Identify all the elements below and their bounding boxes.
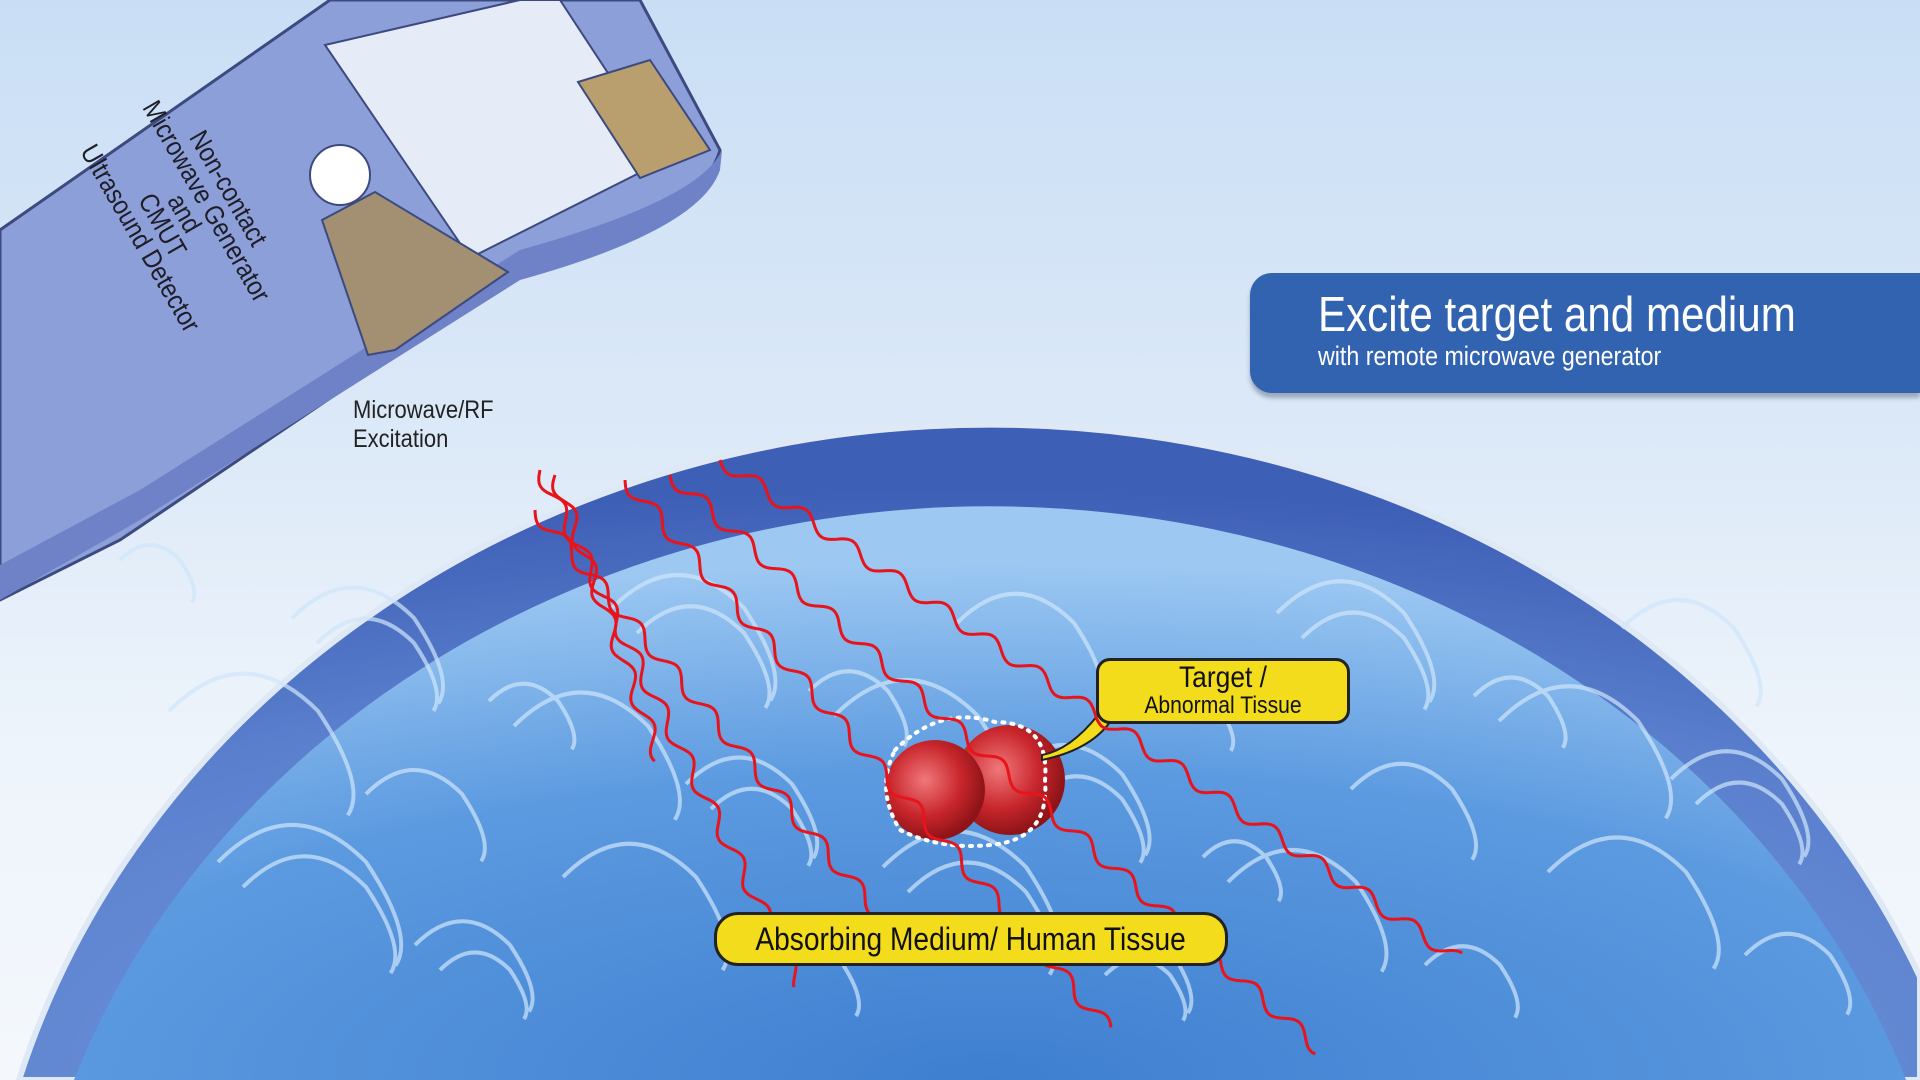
- target-label-line2: Abnormal Tissue: [1144, 692, 1302, 719]
- medium-label: Absorbing Medium/ Human Tissue: [714, 912, 1228, 966]
- banner-subtitle: with remote microwave generator: [1318, 341, 1662, 371]
- wave-line: [551, 474, 657, 763]
- wave-line: [718, 459, 1463, 955]
- brain-fold: [1201, 839, 1283, 903]
- brain-fold: [438, 950, 529, 1021]
- brain-fold: [241, 854, 398, 975]
- brain-fold: [1349, 761, 1479, 861]
- brain-fold: [1300, 610, 1431, 711]
- brain-fold: [413, 919, 535, 1013]
- brain-fold: [684, 755, 820, 860]
- target-label-line1: Target /: [1178, 661, 1268, 694]
- brain-fold: [216, 823, 404, 967]
- brain-fold: [635, 604, 772, 710]
- brain-fold: [512, 690, 682, 821]
- brain-fold: [1694, 780, 1805, 866]
- brain-fold: [118, 543, 197, 604]
- brain-fold: [610, 573, 778, 702]
- target-label: Target / Abnormal Tissue: [1096, 658, 1350, 724]
- brain-fold: [315, 616, 439, 713]
- excitation-label: Microwave/RF Excitation: [353, 396, 494, 454]
- medium-label-text: Absorbing Medium/ Human Tissue: [755, 921, 1187, 957]
- brain-fold: [487, 681, 577, 751]
- step-banner: Excite target and medium with remote mic…: [1250, 273, 1920, 393]
- wave-line: [533, 509, 877, 919]
- brain-fold: [167, 671, 356, 817]
- brain-fold: [1620, 598, 1763, 708]
- brain-fold: [364, 768, 487, 863]
- brain-folds: [118, 543, 1853, 1022]
- brain-fold: [1497, 684, 1674, 820]
- brain-fold: [1472, 675, 1568, 749]
- brain-fold: [1546, 835, 1721, 970]
- excitation-line2: Excitation: [353, 425, 449, 453]
- banner-title: Excite target and medium: [1318, 288, 1796, 342]
- wave-line: [537, 469, 798, 988]
- brain-fold: [290, 585, 446, 705]
- brain-fold: [1743, 931, 1853, 1016]
- probe-device: [0, 0, 722, 602]
- brain-fold: [1275, 579, 1437, 704]
- excitation-line1: Microwave/RF: [353, 396, 494, 424]
- brain-fold: [1669, 749, 1811, 858]
- brain-fold: [807, 669, 909, 748]
